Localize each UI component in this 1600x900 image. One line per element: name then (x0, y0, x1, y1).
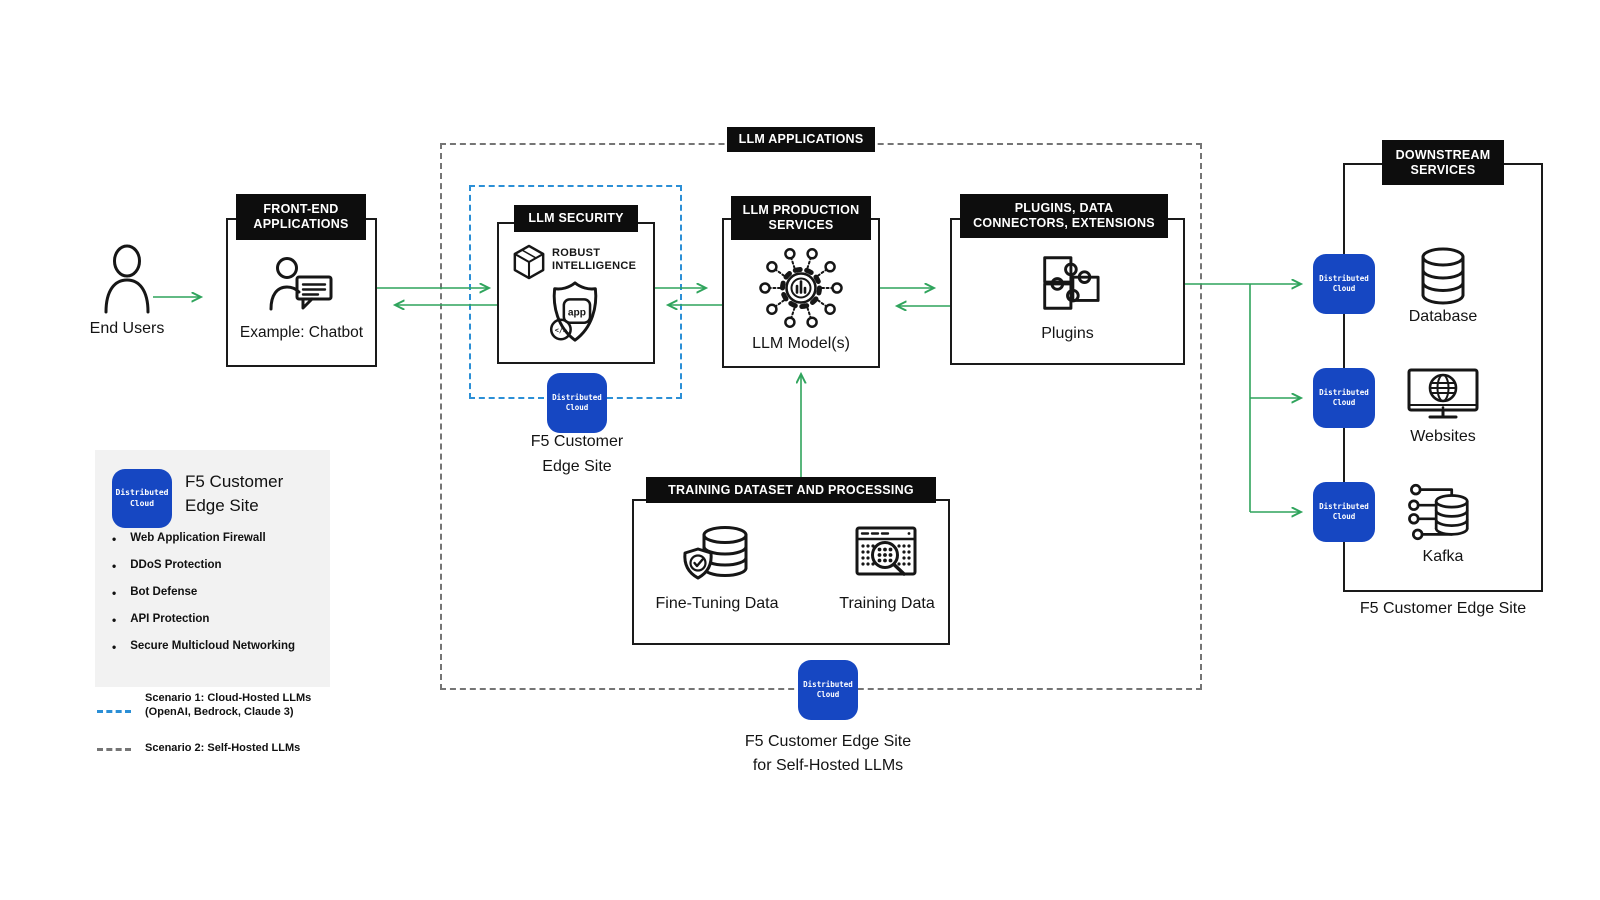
scenario2-dash-swatch (97, 748, 131, 751)
front-end-box (226, 218, 377, 367)
legend-bullet: Bot Defense (112, 586, 324, 600)
database-label: Database (1408, 308, 1478, 325)
puzzle-icon (1043, 256, 1100, 310)
training-data-label: Training Data (839, 595, 935, 612)
legend-bullet-label: Secure Multicloud Networking (130, 640, 296, 652)
llm-model-gear-icon (759, 248, 843, 328)
plugins-caption: Plugins (1041, 325, 1094, 342)
security-edge-site-label: F5 Customer Edge Site (530, 433, 624, 475)
legend-bullet: Secure Multicloud Networking (112, 640, 324, 654)
person-icon (104, 244, 150, 314)
llm-production-header: LLM PRODUCTION SERVICES (731, 196, 871, 240)
downstream-badge-websites: Distributed Cloud (1313, 368, 1375, 428)
robust-intelligence-label: ROBUST INTELLIGENCE (552, 247, 637, 272)
end-users-label: End Users (89, 320, 165, 337)
scenario2-label: Scenario 2: Self-Hosted LLMs (145, 742, 301, 754)
app-shield-icon: app </> (549, 281, 598, 342)
database-icon (1421, 247, 1465, 305)
downstream-badge-kafka: Distributed Cloud (1313, 482, 1375, 542)
legend-bullet-list: Web Application Firewall DDoS Protection… (112, 532, 324, 667)
llm-security-header: LLM SECURITY (514, 205, 638, 232)
llm-production-caption: LLM Model(s) (752, 335, 850, 352)
kafka-icon (1408, 483, 1469, 541)
self-hosted-edge-site-label: F5 Customer Edge Site for Self-Hosted LL… (744, 733, 912, 774)
scenario1-dash-swatch (97, 710, 131, 713)
training-header: TRAINING DATASET AND PROCESSING (646, 477, 936, 503)
plugins-header: PLUGINS, DATA CONNECTORS, EXTENSIONS (960, 194, 1168, 238)
secured-database-icon (683, 526, 748, 580)
robust-intelligence-cube-icon (513, 244, 545, 280)
data-inspection-icon (855, 526, 917, 576)
fine-tuning-label: Fine-Tuning Data (655, 595, 779, 612)
websites-label: Websites (1410, 428, 1476, 445)
legend-bullet: Web Application Firewall (112, 532, 324, 546)
legend-distributed-cloud-badge: Distributed Cloud (112, 469, 172, 528)
downstream-badge-database: Distributed Cloud (1313, 254, 1375, 314)
legend-bullet-label: Bot Defense (130, 586, 198, 598)
chatbot-icon (269, 257, 333, 311)
front-end-caption: Example: Chatbot (239, 324, 364, 341)
scenario1-label: Scenario 1: Cloud-Hosted LLMs (OpenAI, B… (145, 692, 312, 718)
legend-bullet-label: DDoS Protection (130, 559, 222, 571)
legend-bullet-label: API Protection (130, 613, 210, 625)
legend-title: F5 Customer Edge Site (185, 472, 284, 515)
self-hosted-distributed-cloud-badge: Distributed Cloud (798, 660, 858, 720)
websites-icon (1407, 368, 1479, 419)
app-badge-text: app (568, 307, 586, 318)
security-distributed-cloud-badge: Distributed Cloud (547, 373, 607, 433)
llm-applications-title: LLM APPLICATIONS (727, 127, 875, 152)
kafka-label: Kafka (1422, 548, 1464, 565)
legend-bullet: DDoS Protection (112, 559, 324, 573)
legend-bullet: API Protection (112, 613, 324, 627)
downstream-footer-label: F5 Customer Edge Site (1359, 600, 1527, 617)
code-badge-text: </> (555, 326, 567, 334)
downstream-header: DOWNSTREAM SERVICES (1382, 140, 1504, 185)
legend-bullet-label: Web Application Firewall (130, 532, 266, 544)
front-end-header: FRONT-END APPLICATIONS (236, 194, 366, 240)
